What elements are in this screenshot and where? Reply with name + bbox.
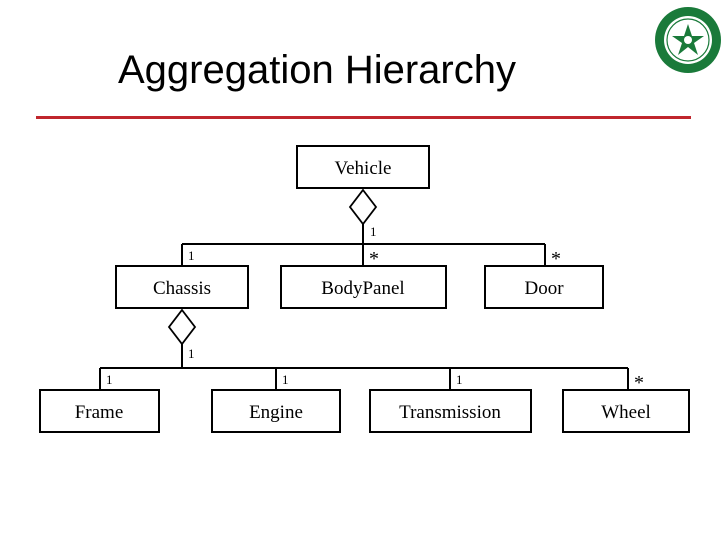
engine-class-box bbox=[211, 389, 341, 433]
vehicle-label: Vehicle bbox=[335, 158, 392, 179]
slide-title: Aggregation Hierarchy bbox=[118, 48, 516, 92]
door-label: Door bbox=[524, 278, 564, 299]
vehicle-aggregation-diamond bbox=[348, 188, 378, 226]
chassis-class-box bbox=[115, 265, 249, 309]
chassis-multiplicity: 1 bbox=[188, 248, 195, 263]
door-class-box bbox=[484, 265, 604, 309]
frame-label: Frame bbox=[75, 402, 124, 423]
wheel-multiplicity: * bbox=[634, 372, 644, 394]
title-divider bbox=[36, 116, 691, 119]
engine-multiplicity: 1 bbox=[282, 372, 289, 387]
transmission-class-box bbox=[369, 389, 532, 433]
vehicle-class-box bbox=[296, 145, 430, 189]
university-seal-icon bbox=[655, 7, 721, 73]
door-multiplicity: * bbox=[551, 248, 561, 270]
engine-label: Engine bbox=[249, 402, 303, 423]
frame-class-box bbox=[39, 389, 160, 433]
frame-multiplicity: 1 bbox=[106, 372, 113, 387]
chassis-label: Chassis bbox=[153, 278, 211, 299]
vehicle-multiplicity: 1 bbox=[370, 224, 377, 239]
bodypanel-multiplicity: * bbox=[369, 248, 379, 270]
chassis-side-multiplicity: 1 bbox=[188, 346, 195, 361]
transmission-multiplicity: 1 bbox=[456, 372, 463, 387]
transmission-label: Transmission bbox=[399, 402, 501, 423]
bodypanel-label: BodyPanel bbox=[321, 278, 404, 299]
chassis-aggregation-diamond bbox=[167, 308, 197, 346]
bodypanel-class-box bbox=[280, 265, 447, 309]
wheel-label: Wheel bbox=[601, 402, 651, 423]
wheel-class-box bbox=[562, 389, 690, 433]
